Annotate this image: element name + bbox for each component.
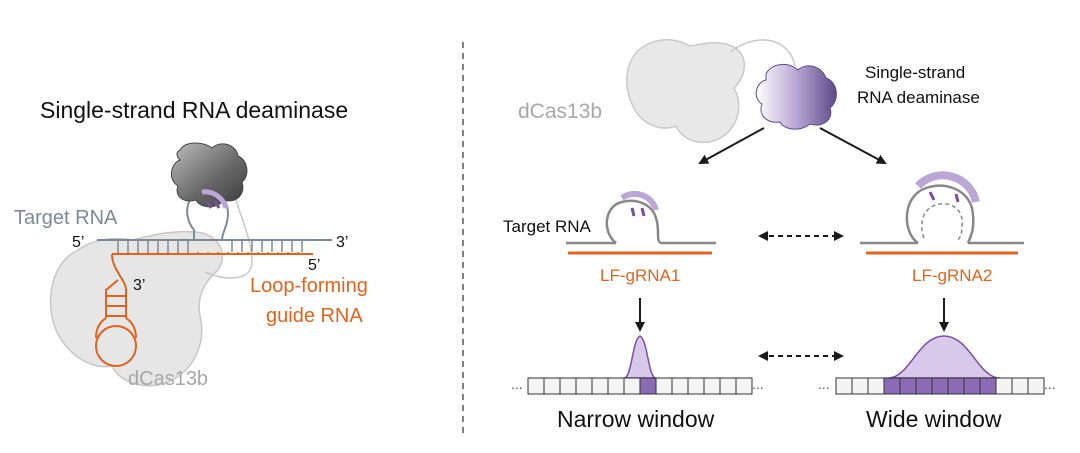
narrow-window-cell xyxy=(607,377,625,395)
narrow-window-cells xyxy=(527,377,753,395)
left-panel: Single-strand RNA deaminase xyxy=(14,97,368,390)
wide-window-cell-edited xyxy=(963,377,981,395)
target-rna-complex-2 xyxy=(860,171,1024,255)
narrow-window-cell-edited xyxy=(639,377,657,395)
three-prime-guide: 3’ xyxy=(133,277,145,294)
dcas-label-right: dCas13b xyxy=(518,100,602,123)
wide-window-cell-edited xyxy=(915,377,933,395)
wide-window-cell-edited xyxy=(947,377,965,395)
linker-line xyxy=(204,199,253,279)
narrow-window-cell xyxy=(591,377,609,395)
deaminase-label-line2: RNA deaminase xyxy=(857,88,980,107)
target-rna-complex-1 xyxy=(566,190,716,255)
wide-window-cell-edited xyxy=(931,377,949,395)
guide-rna-hairpin xyxy=(95,253,137,367)
narrow-window-cell xyxy=(527,377,545,395)
three-prime-top: 3’ xyxy=(336,234,348,251)
narrow-window-cell xyxy=(671,377,689,395)
deaminase-protein-right xyxy=(755,64,837,130)
wide-window-cell-edited xyxy=(883,377,901,395)
wide-peak xyxy=(887,335,1001,379)
wide-window-cell-edited xyxy=(979,377,997,395)
narrow-window-cell xyxy=(543,377,561,395)
narrow-window-cell xyxy=(623,377,641,395)
wide-window-label: Wide window xyxy=(866,406,1002,432)
right-panel: dCas13b Single-strand RNA deaminase Targ… xyxy=(503,39,1056,432)
five-prime-top: 5’ xyxy=(72,234,84,251)
arrow-to-wide xyxy=(819,127,887,164)
wide-window-cell xyxy=(995,377,1013,395)
deaminase-protein-left xyxy=(171,142,248,208)
arrow-to-narrow xyxy=(698,127,765,164)
narrow-window-cell xyxy=(687,377,705,395)
dcas13b-protein-left xyxy=(49,230,224,387)
dcas-label-left: dCas13b xyxy=(128,368,208,390)
narrow-peak xyxy=(623,335,657,379)
editing-arc-left xyxy=(201,189,229,209)
wide-window-cell xyxy=(1027,377,1045,395)
wide-window-cell xyxy=(835,377,853,395)
guide-label-line1: Loop-forming xyxy=(250,275,368,297)
ellipsis-wide-left: ... xyxy=(818,376,830,392)
ellipsis-narrow-left: ... xyxy=(511,376,523,392)
guide2-label: LF-gRNA2 xyxy=(912,266,992,285)
guide1-label: LF-gRNA1 xyxy=(600,266,680,285)
target-rna-label-left: Target RNA xyxy=(14,207,118,229)
dcas13b-protein-right xyxy=(626,39,746,144)
five-prime-guide: 5’ xyxy=(308,257,320,274)
wide-window-cell xyxy=(851,377,869,395)
target-rna-ticks-left xyxy=(117,240,303,252)
wide-window-cells xyxy=(835,377,1045,395)
narrow-window-cell xyxy=(655,377,673,395)
wide-window-cell xyxy=(1011,377,1029,395)
linker-line-right xyxy=(729,39,796,67)
wide-window-cell xyxy=(867,377,885,395)
edit-mark-left-1 xyxy=(205,200,213,209)
deaminase-label-line1: Single-strand xyxy=(865,63,965,82)
edit-mark-left-2 xyxy=(213,200,221,209)
guide-label-line2: guide RNA xyxy=(266,305,363,327)
target-rna-label-right: Target RNA xyxy=(503,217,592,236)
narrow-window-label: Narrow window xyxy=(557,406,715,432)
wide-window-cell-edited xyxy=(899,377,917,395)
ellipsis-narrow-right: ... xyxy=(752,376,764,392)
narrow-window-cell xyxy=(559,377,577,395)
narrow-window-cell xyxy=(735,377,753,395)
narrow-window-cell xyxy=(703,377,721,395)
narrow-window-cell xyxy=(719,377,737,395)
narrow-window-cell xyxy=(575,377,593,395)
guide-rna-ticks-left xyxy=(117,252,299,254)
ellipsis-wide-right: ... xyxy=(1044,376,1056,392)
left-title: Single-strand RNA deaminase xyxy=(40,97,348,123)
